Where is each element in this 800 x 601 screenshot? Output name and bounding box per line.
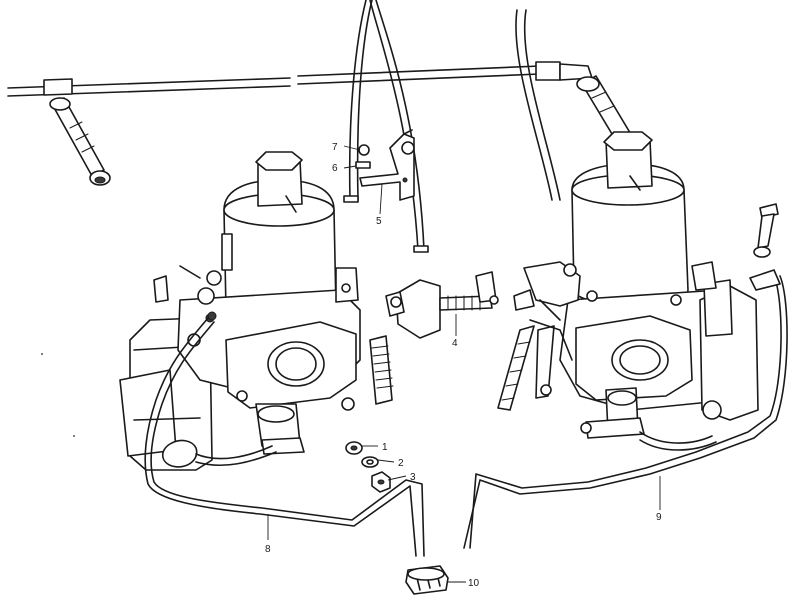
- callout-4: 4: [452, 338, 458, 349]
- scan-speck: [41, 353, 43, 355]
- callout-9: 9: [656, 512, 662, 523]
- fuel-pipe-9: [463, 269, 788, 549]
- fuel-pipe-8: [144, 311, 425, 557]
- part-4-assembly: [385, 271, 499, 339]
- left-linkage-arm: [49, 97, 111, 186]
- callout-6: 6: [332, 163, 338, 174]
- part-1-banjo-bolt: [345, 441, 363, 455]
- callout-3: 3: [410, 472, 416, 483]
- cable-bracket-assembly: [355, 129, 415, 201]
- part-2-washer: [361, 456, 379, 468]
- callout-1: 1: [382, 442, 388, 453]
- right-carburettor: [497, 131, 759, 439]
- callout-10: 10: [468, 578, 480, 589]
- choke-cables: [343, 0, 561, 253]
- part-3-nut: [371, 471, 391, 493]
- callout-2: 2: [398, 458, 404, 469]
- right-banjo-bolt: [753, 203, 779, 258]
- left-carburettor: [119, 151, 394, 471]
- callout-8: 8: [265, 544, 271, 555]
- throttle-linkage-rod: [7, 61, 593, 97]
- callout-7: 7: [332, 142, 338, 153]
- scan-speck: [73, 435, 75, 437]
- leader-lines: [267, 145, 661, 583]
- part-10-pipe-clip: [405, 565, 449, 595]
- callout-5: 5: [376, 216, 382, 227]
